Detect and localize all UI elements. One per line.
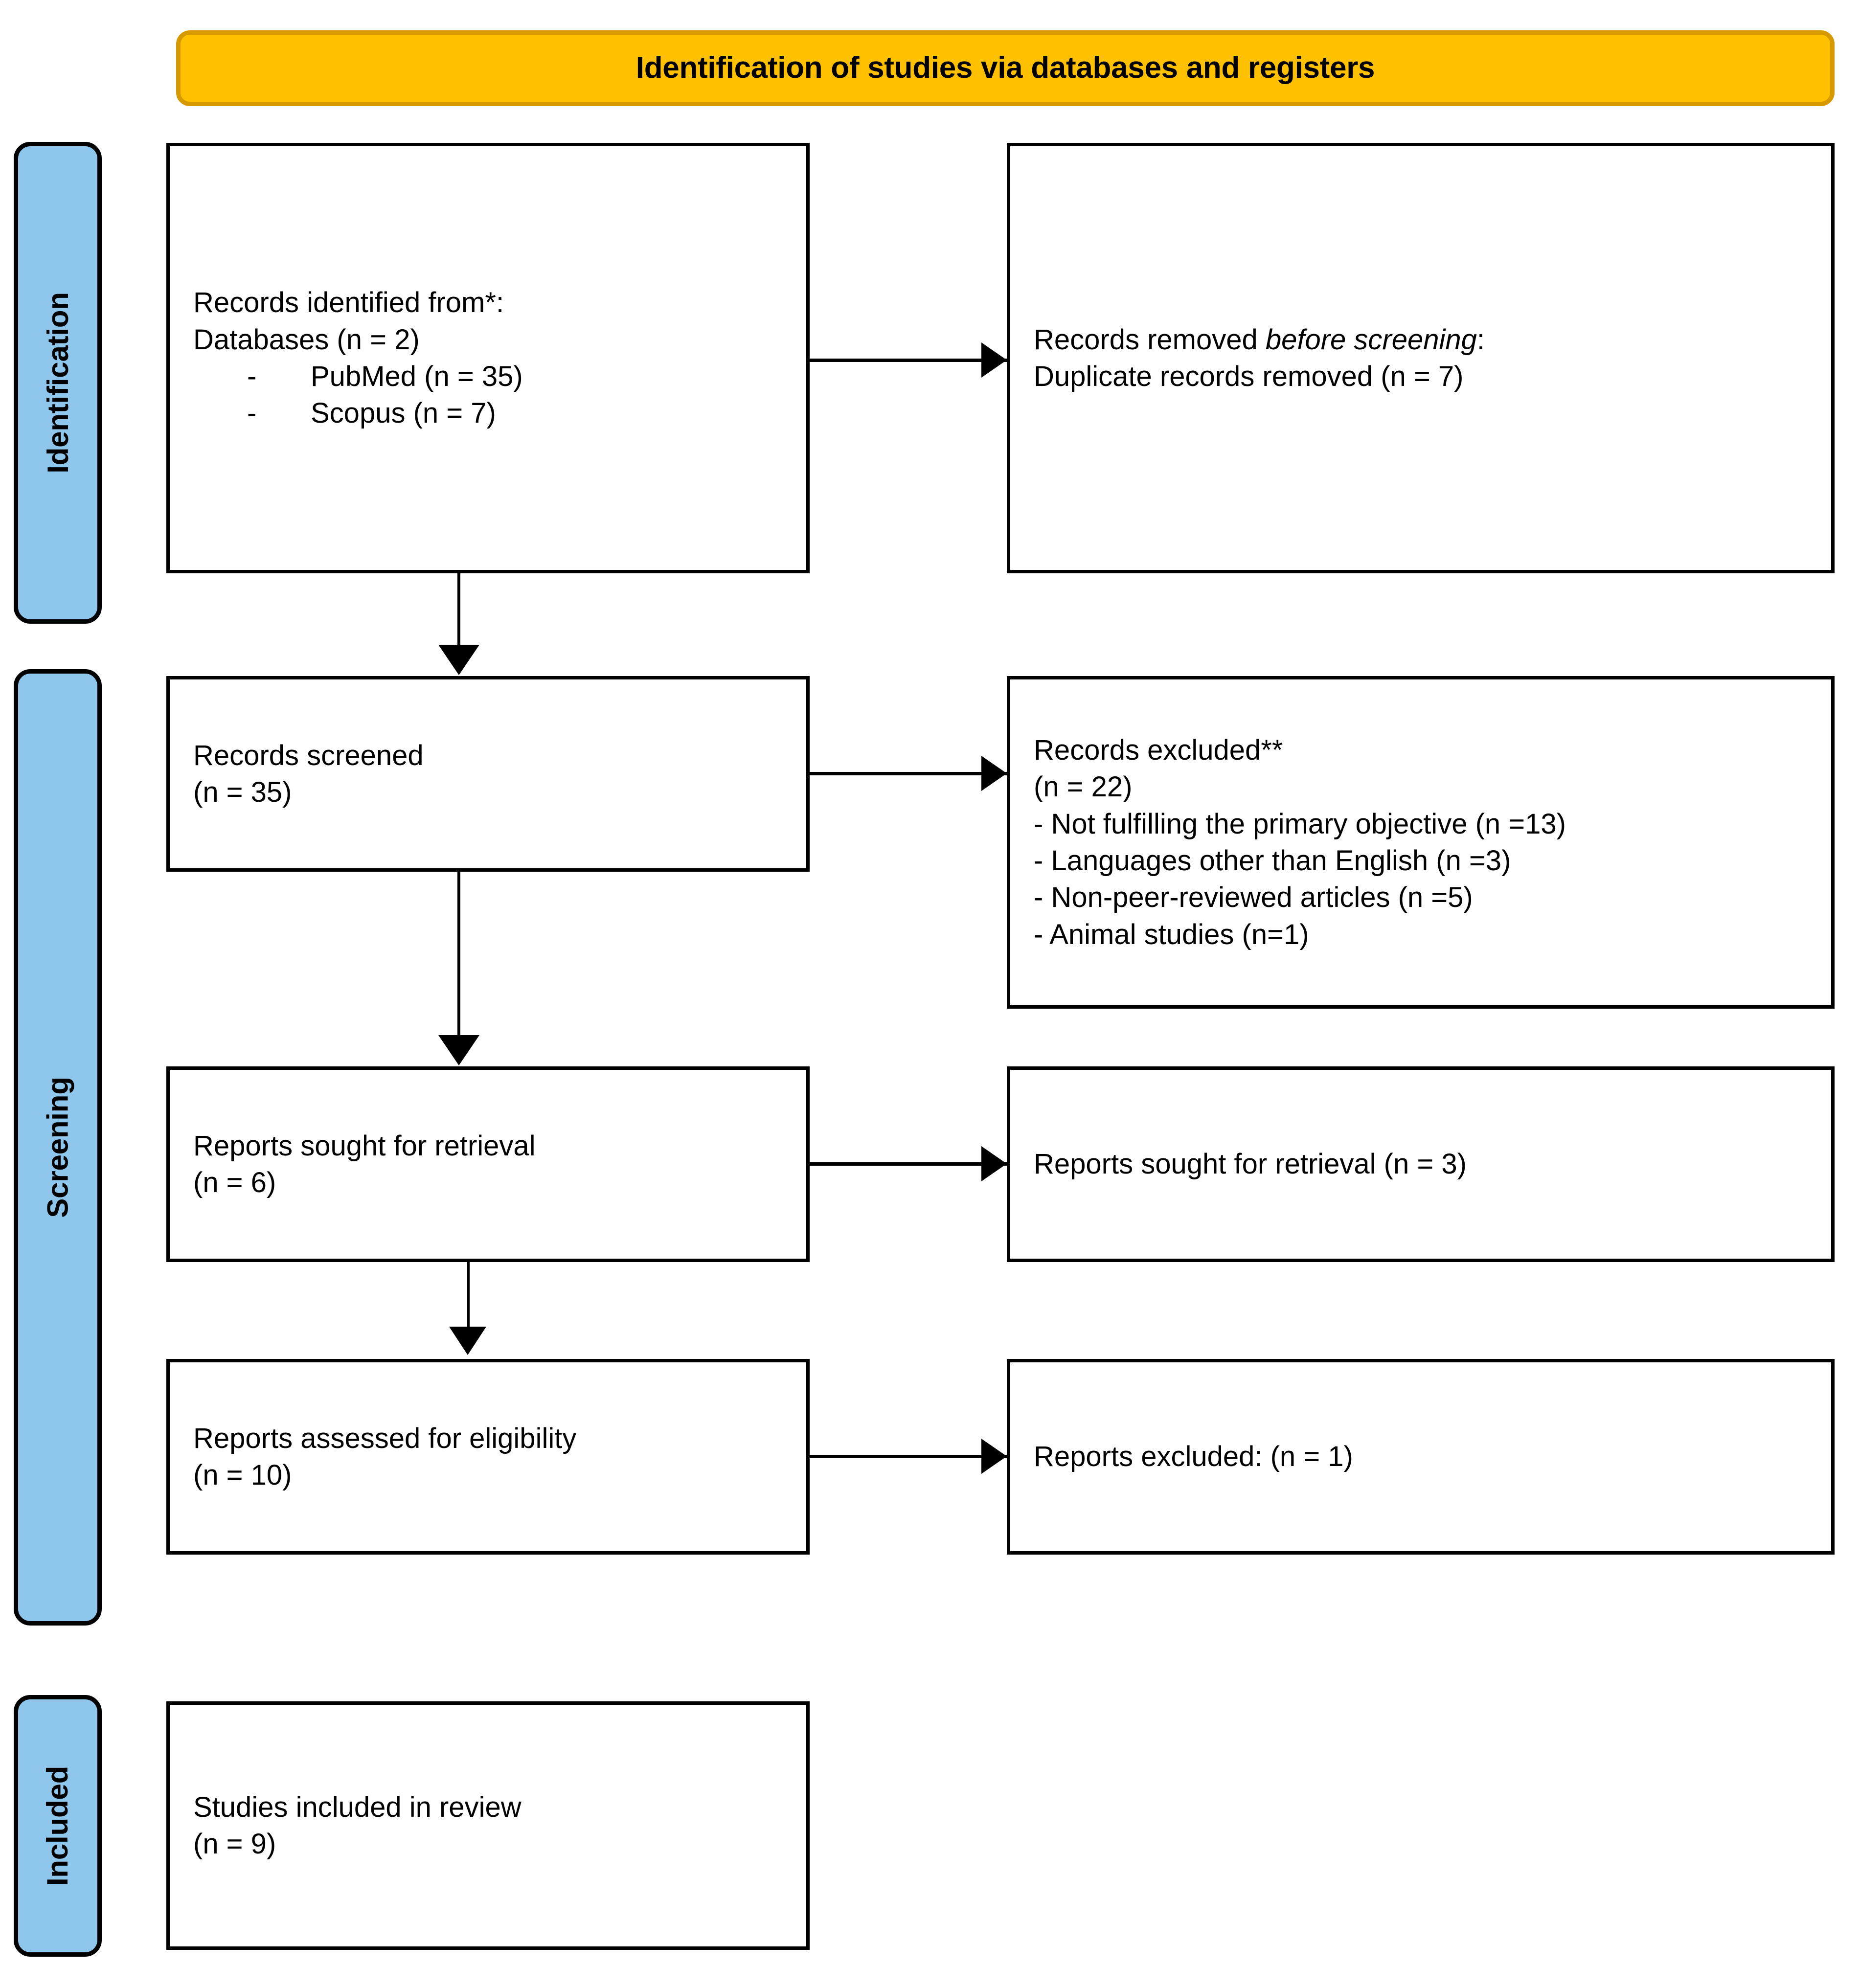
box-studies-included: Studies included in review (n = 9) — [166, 1701, 810, 1950]
connector-line — [457, 573, 460, 648]
connector-line — [810, 1455, 1008, 1458]
bullet-dash-icon: - — [247, 361, 257, 392]
connector-line — [810, 359, 1008, 362]
diagram-title: Identification of studies via databases … — [635, 51, 1375, 85]
box-records-removed: Records removed before screening: Duplic… — [1007, 143, 1835, 573]
source-label-pubmed: PubMed (n = 35) — [311, 361, 523, 392]
box-records-screened: Records screened (n = 35) — [166, 676, 810, 872]
phase-bar-screening: Screening — [14, 669, 102, 1626]
reports-sought-right-text: Reports sought for retrieval (n = 3) — [1034, 1148, 1467, 1180]
box-reports-sought-right: Reports sought for retrieval (n = 3) — [1007, 1066, 1835, 1262]
diagram-title-banner: Identification of studies via databases … — [176, 30, 1835, 106]
records-excluded-reason-1: - Not fulfilling the primary objective (… — [1034, 808, 1566, 840]
studies-included-heading: Studies included in review — [193, 1791, 522, 1823]
records-removed-suffix: : — [1476, 323, 1485, 356]
phase-label-identification: Identification — [41, 292, 74, 474]
phase-bar-included: Included — [14, 1695, 102, 1957]
box-reports-assessed: Reports assessed for eligibility (n = 10… — [166, 1359, 810, 1555]
phase-label-screening: Screening — [41, 1077, 74, 1218]
arrow-right-icon — [981, 342, 1007, 378]
records-removed-emphasis: before screening — [1265, 323, 1477, 356]
arrow-right-icon — [981, 1439, 1007, 1474]
connector-line — [457, 872, 460, 1038]
records-screened-count: (n = 35) — [193, 776, 292, 808]
records-identified-heading: Records identified from*: — [193, 287, 504, 319]
records-removed-prefix: Records removed — [1034, 323, 1266, 356]
bullet-dash-icon: - — [247, 397, 257, 429]
box-records-excluded: Records excluded** (n = 22) - Not fulfil… — [1007, 676, 1835, 1009]
records-excluded-heading: Records excluded** — [1034, 734, 1283, 766]
box-records-identified: Records identified from*: Databases (n =… — [166, 143, 810, 573]
records-identified-source-pubmed: - PubMed (n = 35) — [193, 358, 783, 395]
arrow-right-icon — [981, 756, 1007, 791]
connector-line — [810, 1162, 1008, 1166]
reports-sought-count: (n = 6) — [193, 1167, 276, 1198]
reports-assessed-heading: Reports assessed for eligibility — [193, 1422, 577, 1454]
records-removed-duplicates: Duplicate records removed (n = 7) — [1034, 361, 1464, 392]
phase-bar-identification: Identification — [14, 142, 102, 624]
connector-line — [810, 772, 1008, 775]
records-removed-heading: Records removed before screening: — [1034, 321, 1808, 358]
records-identified-databases: Databases (n = 2) — [193, 323, 420, 356]
source-label-scopus: Scopus (n = 7) — [311, 397, 496, 429]
phase-label-included: Included — [41, 1765, 74, 1886]
records-excluded-reason-2: - Languages other than English (n =3) — [1034, 845, 1511, 877]
reports-sought-heading: Reports sought for retrieval — [193, 1130, 536, 1162]
records-identified-source-scopus: - Scopus (n = 7) — [193, 395, 783, 431]
arrow-down-icon — [438, 1035, 479, 1065]
records-excluded-reason-4: - Animal studies (n=1) — [1034, 918, 1309, 950]
arrow-down-icon — [438, 645, 479, 675]
arrow-right-icon — [981, 1146, 1007, 1181]
studies-included-count: (n = 9) — [193, 1828, 276, 1860]
arrow-down-icon — [449, 1327, 486, 1355]
records-excluded-reason-3: - Non-peer-reviewed articles (n =5) — [1034, 881, 1473, 914]
reports-assessed-count: (n = 10) — [193, 1459, 292, 1491]
records-screened-heading: Records screened — [193, 739, 424, 771]
reports-excluded-text: Reports excluded: (n = 1) — [1034, 1441, 1353, 1473]
box-reports-excluded: Reports excluded: (n = 1) — [1007, 1359, 1835, 1555]
records-excluded-count: (n = 22) — [1034, 771, 1133, 803]
box-reports-sought-left: Reports sought for retrieval (n = 6) — [166, 1066, 810, 1262]
connector-line — [467, 1262, 470, 1331]
